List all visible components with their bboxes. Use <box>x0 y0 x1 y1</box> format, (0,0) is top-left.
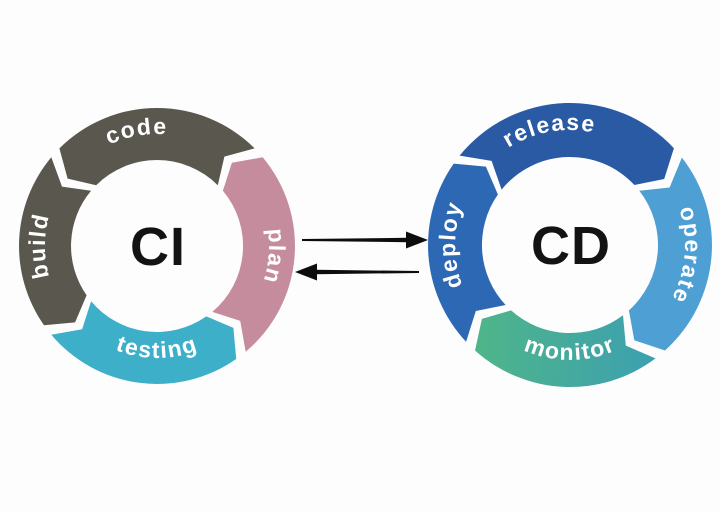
ci-to-cd-arrow-tail <box>302 237 408 243</box>
ci-to-cd-arrow-head <box>406 231 428 249</box>
cd-to-ci-arrow-head <box>295 263 317 281</box>
cd-to-ci-arrow-tail <box>315 269 419 275</box>
cd-segment-release <box>459 102 674 190</box>
ci-center-label: CI <box>130 217 186 277</box>
ci-segment-code <box>59 107 255 186</box>
cd-center-label: CD <box>531 216 611 276</box>
cd-to-ci-arrow <box>295 263 419 281</box>
ci-to-cd-arrow <box>302 231 428 249</box>
flow-arrows <box>295 231 428 281</box>
ci-segment-build <box>19 157 92 326</box>
cd-segment-monitor <box>475 310 656 387</box>
cd-segment-operate <box>628 157 712 351</box>
ci-segment-testing <box>51 301 237 384</box>
cd-segment-deploy <box>428 163 506 342</box>
ci-segment-plan <box>212 157 295 352</box>
